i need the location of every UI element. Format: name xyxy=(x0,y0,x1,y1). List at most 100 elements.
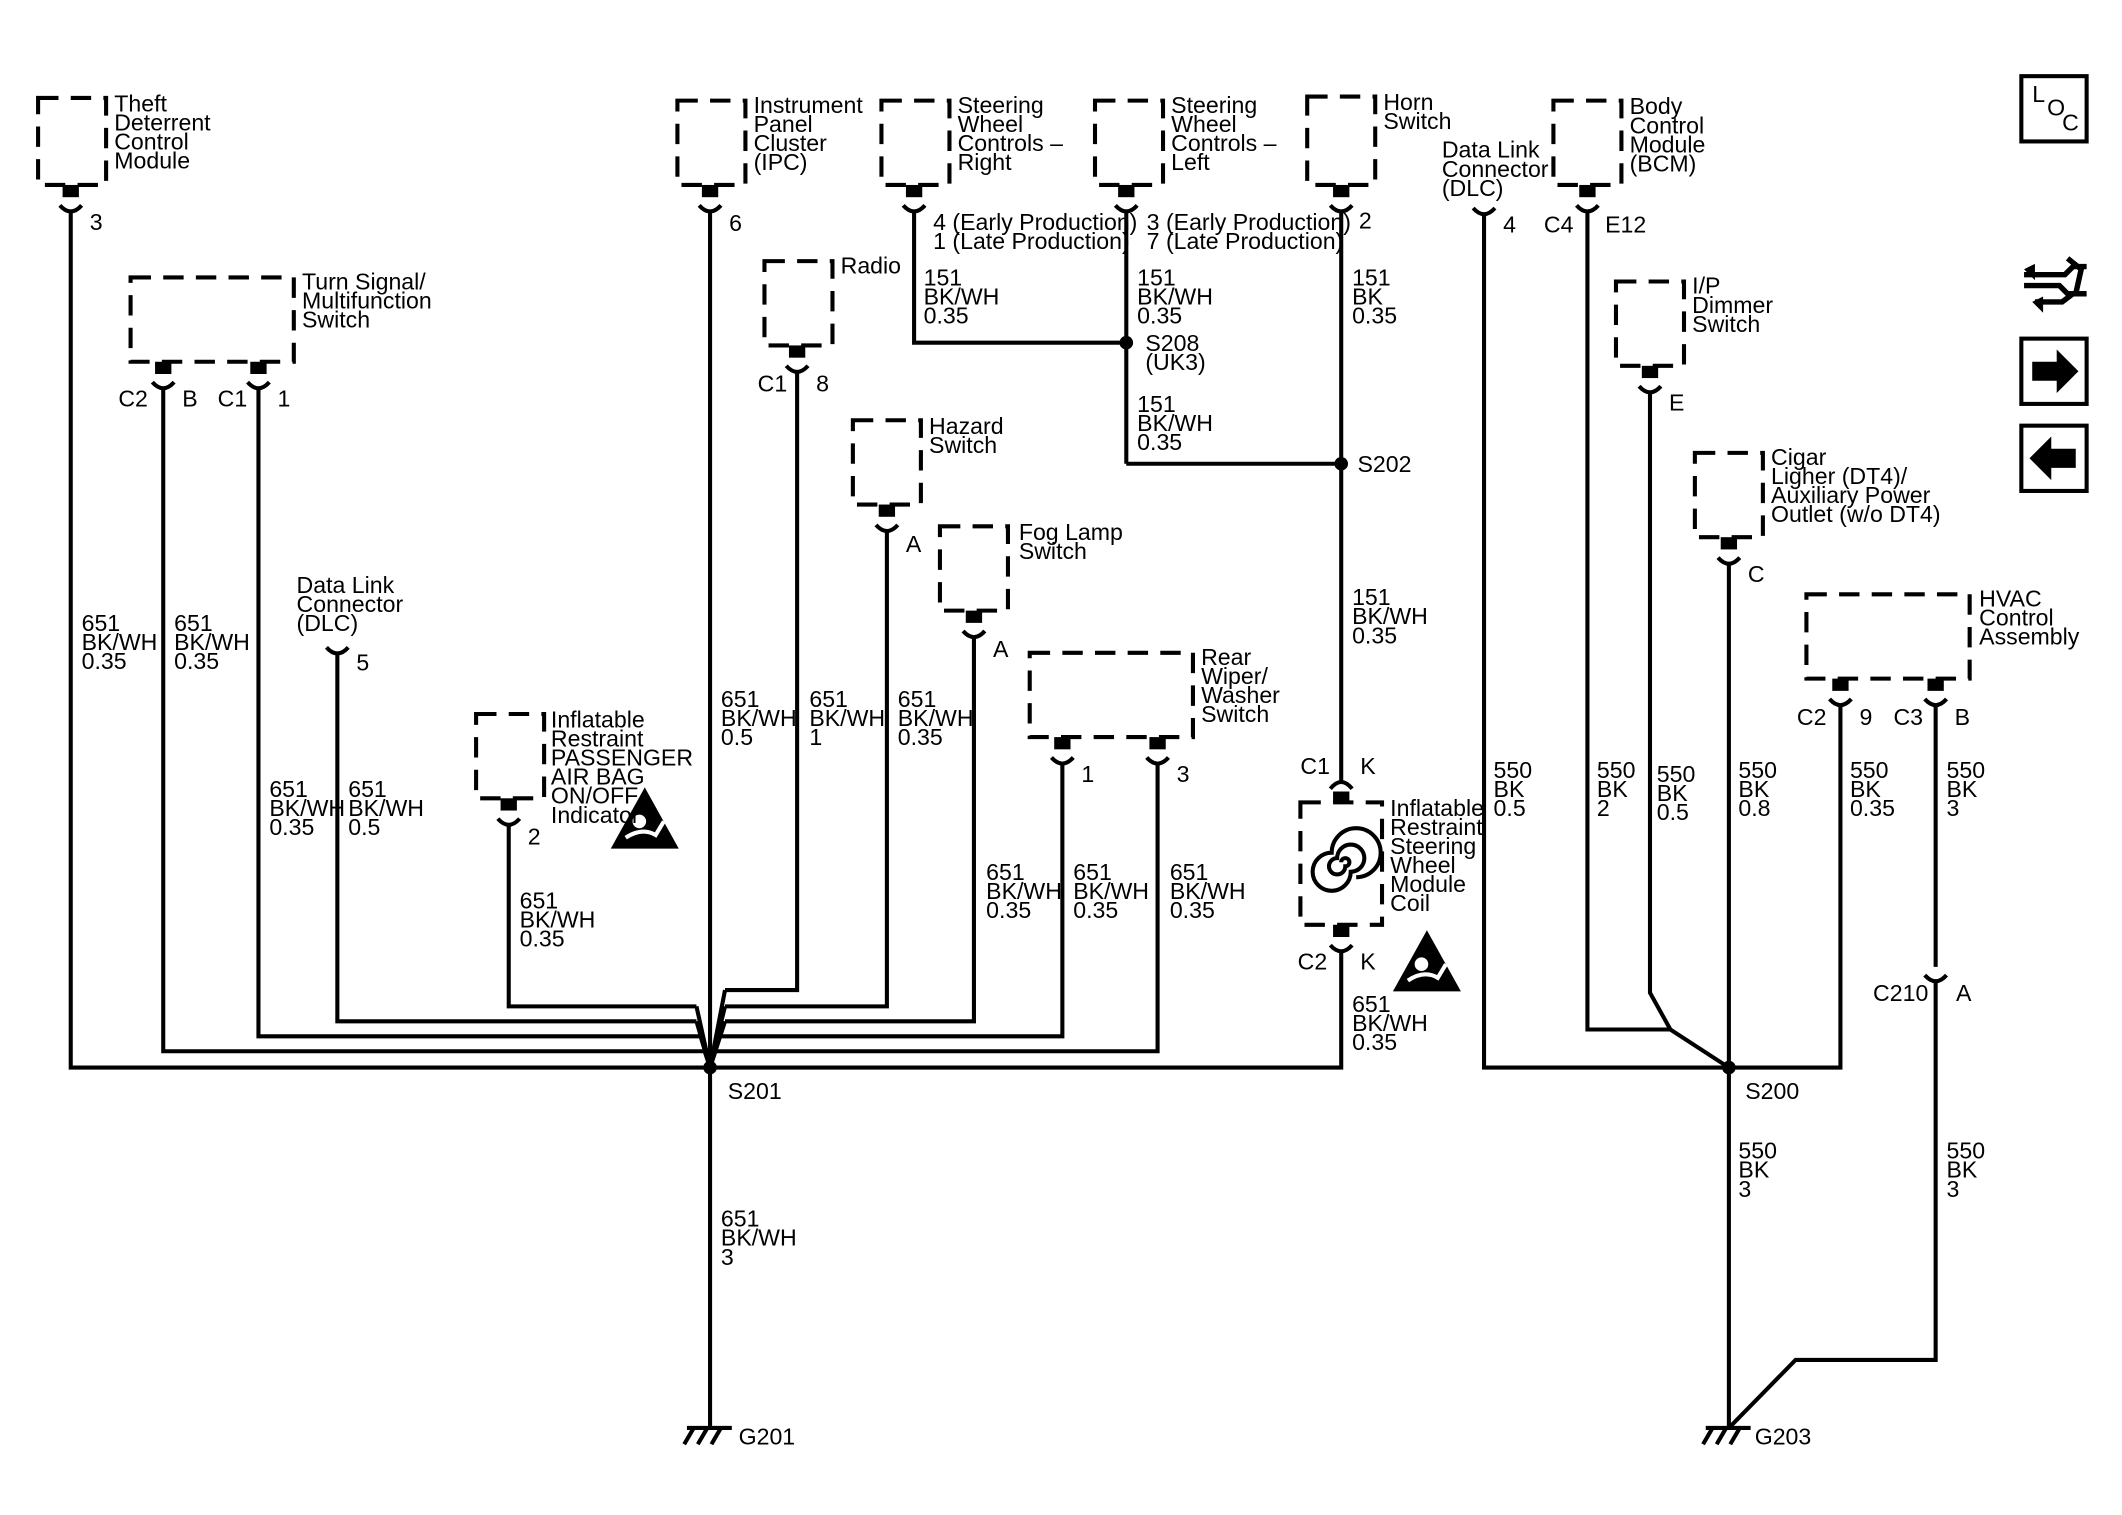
splice-label: S201 xyxy=(728,1078,782,1104)
pin-label: B xyxy=(1955,704,1970,730)
pin-label: K xyxy=(1360,753,1376,779)
splice-s202-dot xyxy=(1334,456,1349,471)
theft-deterrent-box xyxy=(36,95,109,187)
pin-label: C210 xyxy=(1873,980,1928,1006)
splice-label: S202 xyxy=(1358,451,1412,477)
component-boxes xyxy=(36,94,1972,927)
pin-label: A xyxy=(1956,980,1972,1006)
pin-label: C1 xyxy=(1300,753,1330,779)
ground-g203-icon xyxy=(1701,1425,1751,1446)
pin-labels: 3 6 4 (Early Production)1 (Late Producti… xyxy=(90,207,1972,1005)
arrow-left-icon[interactable] xyxy=(2019,423,2089,493)
ground-g201-icon xyxy=(682,1425,732,1446)
hvac-box xyxy=(1804,592,1972,681)
pin-label: A xyxy=(993,636,1009,662)
pin-label: E xyxy=(1669,390,1684,416)
pin-label: C2 xyxy=(1298,949,1328,975)
wires xyxy=(68,212,1938,1430)
ground-label: G201 xyxy=(739,1423,796,1449)
airbag-warning-icon xyxy=(610,787,679,849)
airbag-warning-icon xyxy=(1392,930,1461,992)
pin-label: 3 (Early Production)7 (Late Production) xyxy=(1147,209,1351,254)
pin-label: C2 xyxy=(1797,704,1827,730)
splice-label: S200 xyxy=(1745,1078,1799,1104)
pin-label: C2 xyxy=(118,386,148,412)
splices xyxy=(703,335,1736,1075)
ipc-box xyxy=(675,98,748,187)
ground-label: G203 xyxy=(1755,1423,1812,1449)
splice-labels: S201 S200 S202 S208(UK3) G201 G203 xyxy=(728,330,1812,1449)
pin-label: C1 xyxy=(758,371,788,397)
pin-label: 8 xyxy=(816,371,829,397)
pin-label: A xyxy=(906,531,922,557)
fog-lamp-box xyxy=(937,524,1010,613)
horn-switch-box xyxy=(1305,94,1378,187)
pin-label: C xyxy=(1748,561,1765,587)
harness-icon[interactable] xyxy=(2024,256,2087,313)
pin-label: 6 xyxy=(729,210,742,236)
pin-label: 3 xyxy=(1177,761,1190,787)
pin-label: E12 xyxy=(1605,212,1646,238)
pin-label: 2 xyxy=(528,824,541,850)
loc-letter: C xyxy=(2062,110,2079,136)
ip-dimmer-box xyxy=(1613,279,1687,368)
splice-s200-dot xyxy=(1722,1060,1736,1075)
pin-label: B xyxy=(182,386,197,412)
loc-icon[interactable]: L O C xyxy=(2019,74,2089,144)
hazard-box xyxy=(850,418,923,507)
splice-label: S208(UK3) xyxy=(1145,330,1205,375)
pin-label: C4 xyxy=(1544,212,1574,238)
pin-label: C1 xyxy=(218,386,248,412)
pin-label: 1 xyxy=(277,386,290,412)
pin-label: 4 (Early Production)1 (Late Production) xyxy=(933,209,1137,254)
pin-label: 2 xyxy=(1359,207,1372,233)
pin-label: K xyxy=(1360,949,1376,975)
pin-label: C3 xyxy=(1893,704,1923,730)
turn-signal-box xyxy=(128,275,296,364)
bcm-box xyxy=(1551,98,1624,187)
clockspring-spiral xyxy=(1310,826,1383,893)
arrow-right-icon[interactable] xyxy=(2019,336,2089,406)
